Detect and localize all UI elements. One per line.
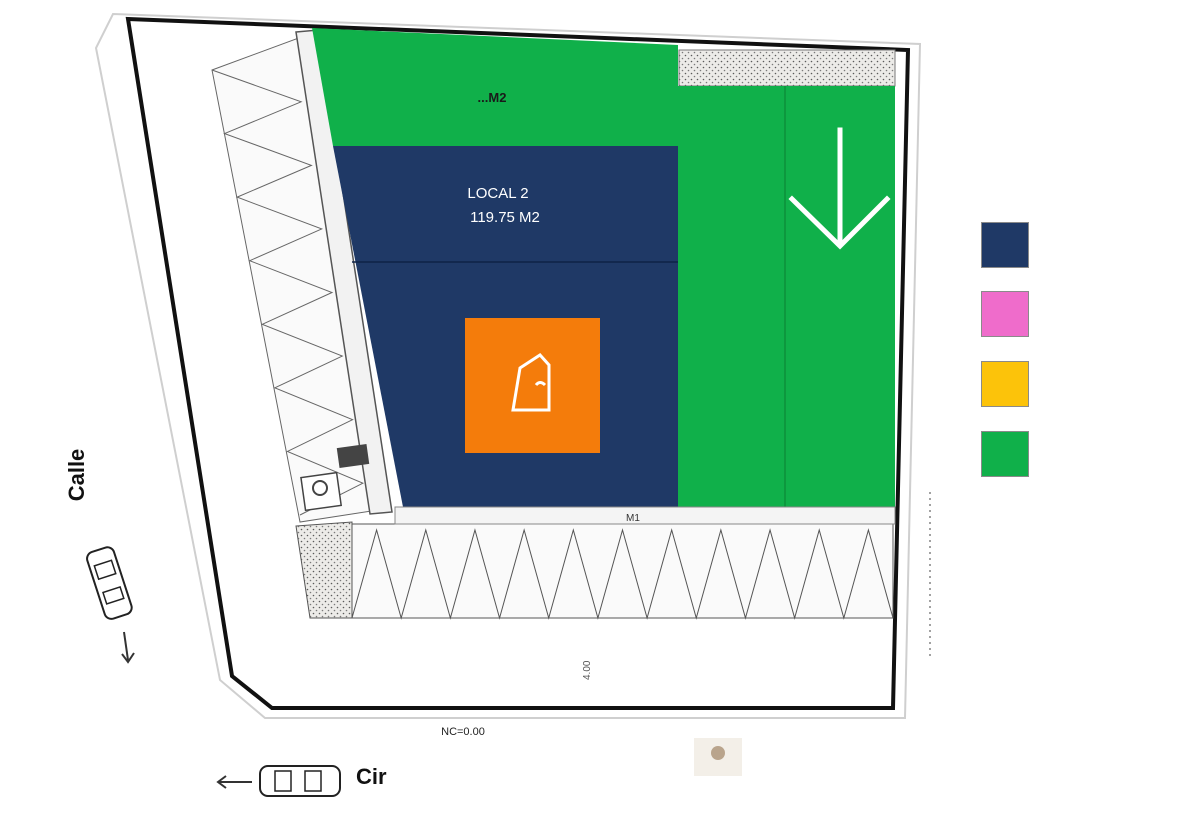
store-icon — [511, 353, 551, 412]
local-2-name: LOCAL 2 — [467, 185, 528, 202]
green-area-top — [312, 28, 678, 146]
green-area-top-label: ...M2 — [478, 90, 507, 105]
car-bottom-icon — [259, 765, 341, 797]
orange-store-block — [465, 318, 600, 453]
dotted-strip-top — [678, 49, 896, 87]
curb-label: M1 — [626, 513, 640, 524]
legend-swatch-navy — [981, 222, 1029, 268]
walkway-strip — [295, 29, 393, 515]
curb-strip — [394, 506, 896, 525]
local-2-area-label: 119.75 M2 — [470, 209, 540, 226]
parking-stalls-bottom — [351, 528, 894, 620]
entrance-icon — [694, 738, 742, 776]
level-label: NC=0.00 — [441, 726, 485, 738]
arrow-down-street-icon — [121, 631, 135, 664]
street-label-circuit: Cir — [356, 764, 387, 789]
car-icon — [86, 546, 133, 620]
arrow-down-icon — [788, 127, 891, 250]
legend-swatch-green — [981, 431, 1029, 477]
sidewalk-outline — [94, 12, 922, 719]
small-sign — [336, 444, 370, 468]
legend-swatch-yellow — [981, 361, 1029, 407]
dimension-label: 4.00 — [582, 660, 593, 680]
green-area-right — [678, 86, 895, 507]
street-label-calle: Calle — [64, 449, 89, 502]
accessibility-icon — [300, 471, 343, 512]
arrow-left-street-icon — [216, 775, 252, 789]
legend-swatch-pink — [981, 291, 1029, 337]
parking-row-bottom — [351, 523, 894, 619]
